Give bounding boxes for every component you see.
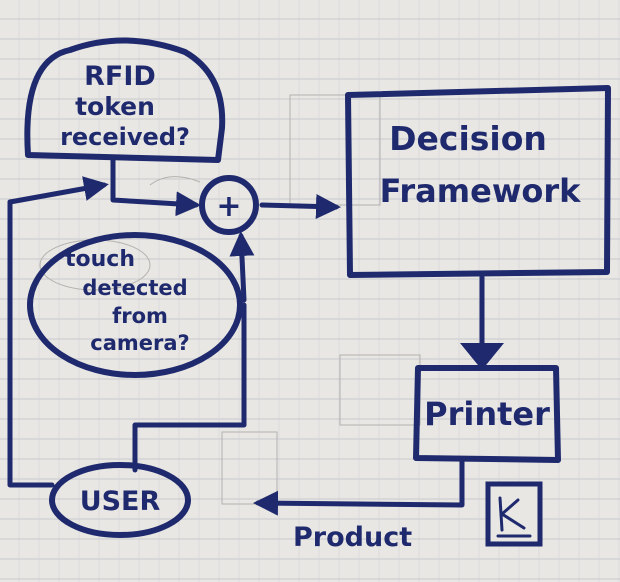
rfid-node: RFID token received? (24, 37, 226, 163)
sum-symbol: + (216, 189, 241, 224)
rfid-label-line-1: RFID (84, 61, 156, 92)
edge-user-to-rfid (7, 176, 109, 488)
touch-label-line-1: touch (65, 247, 135, 272)
sum-junction: + (199, 175, 259, 235)
edge-touch-to-sum (229, 231, 255, 303)
printer-label: Printer (424, 395, 550, 433)
edge-rfid-to-sum (110, 157, 201, 217)
product-document-icon (485, 481, 543, 547)
user-node: USER (49, 462, 191, 538)
connectors (7, 157, 485, 516)
touch-node: touch detected from camera? (27, 232, 243, 378)
touch-label-line-2: detected (82, 276, 187, 300)
user-label: USER (80, 486, 161, 517)
rfid-label-line-2: token (75, 92, 155, 121)
product-label: Product (293, 522, 412, 553)
printer-node: Printer (413, 365, 561, 463)
edge-user-to-touch (132, 302, 247, 473)
edge-sum-to-decision (259, 193, 341, 219)
touch-label-line-3: from (112, 304, 168, 328)
decision-label-line-1: Decision (389, 119, 547, 158)
edge-printer-to-user (253, 459, 465, 516)
decision-label-line-2: Framework (380, 172, 582, 210)
rfid-label-line-3: received? (60, 123, 190, 151)
touch-label-line-4: camera? (90, 331, 189, 355)
decision-framework-node: Decision Framework (345, 85, 611, 278)
arrowhead-to-printer (460, 343, 504, 370)
